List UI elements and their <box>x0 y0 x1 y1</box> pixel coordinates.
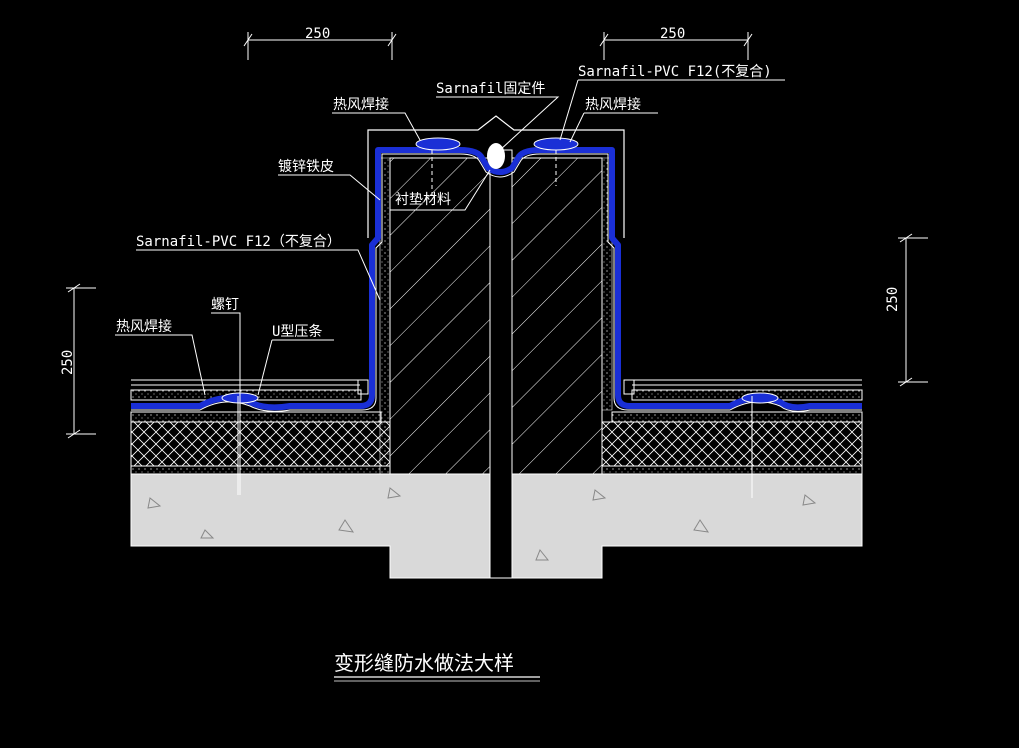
upstand-right <box>511 157 603 475</box>
drawing-title: 变形缝防水做法大样 <box>334 651 514 675</box>
dimension-right <box>898 233 928 387</box>
insulation-right <box>601 421 863 467</box>
label-screw: 螺钉 <box>211 297 239 313</box>
dimension-top-right <box>599 32 753 60</box>
concrete-slab-left <box>130 473 491 579</box>
leader-lines <box>115 79 785 396</box>
concrete-slab-right <box>511 473 863 579</box>
dimension-right-value: 250 <box>885 287 901 312</box>
dimension-left-value: 250 <box>60 350 76 375</box>
screed-right <box>601 465 863 475</box>
galvanized-sheet <box>367 115 625 238</box>
label-u-strip: U型压条 <box>272 323 322 340</box>
weld-top-left <box>415 137 461 151</box>
roof-layers-left <box>130 379 382 423</box>
upstand-left <box>389 157 491 475</box>
label-hot-air-weld-top-right: 热风焊接 <box>585 96 641 113</box>
dimension-left <box>66 283 96 439</box>
label-hot-air-weld-left: 热风焊接 <box>116 318 172 335</box>
screw-left <box>237 320 241 495</box>
label-backing-material: 衬垫材料 <box>395 192 451 208</box>
u-strip-right <box>741 392 779 404</box>
corner-block-right <box>623 379 635 395</box>
label-fixing-part: Sarnafil固定件 <box>436 81 545 97</box>
joint-gap <box>489 149 513 579</box>
screed-left <box>130 465 391 475</box>
dimension-top-left-value: 250 <box>305 26 330 42</box>
label-hot-air-weld-top-left: 热风焊接 <box>333 96 389 113</box>
dimension-top-left <box>243 32 397 60</box>
backing-material <box>487 143 505 169</box>
membrane-outline <box>131 153 862 412</box>
corner-block-left <box>357 379 369 395</box>
label-membrane-top-right: Sarnafil-PVC F12(不复合) <box>578 63 772 80</box>
label-membrane-left: Sarnafil-PVC F12（不复合） <box>136 233 341 250</box>
label-galvanized-sheet: 镀锌铁皮 <box>278 158 334 175</box>
insulation-left <box>130 421 391 467</box>
dimension-top-right-value: 250 <box>660 26 685 42</box>
